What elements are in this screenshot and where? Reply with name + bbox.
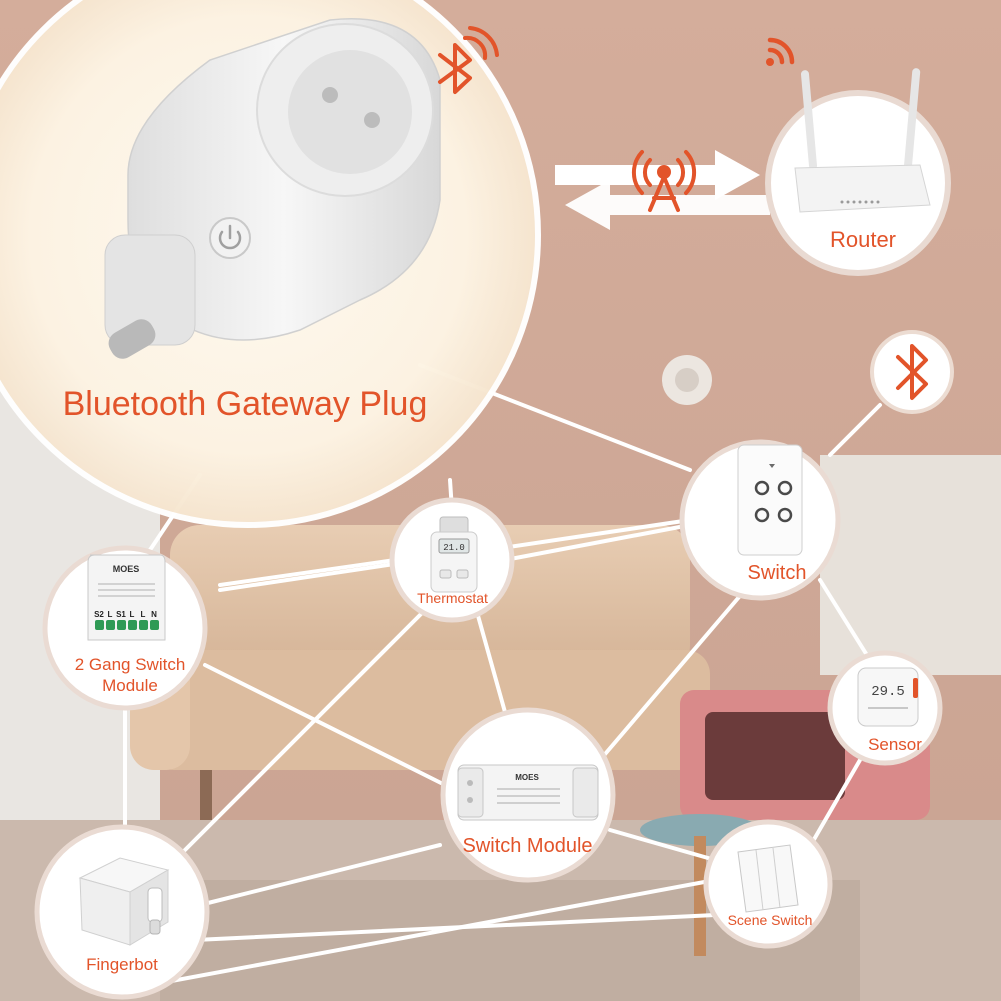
link-switchmodule-fingerbot xyxy=(198,843,442,907)
wall-outlet-hole xyxy=(675,368,699,392)
link-switch-sensor xyxy=(818,578,872,662)
fingerbot-arm xyxy=(147,887,163,923)
bluetooth-wifi-icon xyxy=(438,26,499,94)
gateway-plug-socket-hole-a xyxy=(322,87,338,103)
router-label: Router xyxy=(829,227,897,252)
switch-wifi-mark xyxy=(769,464,775,468)
gateway-plug-image xyxy=(104,18,441,359)
thermostat-reading: 21.0 xyxy=(443,543,465,553)
router-antenna-left xyxy=(800,70,818,170)
switch-module-node[interactable]: MOES xyxy=(440,707,616,883)
svg-text:L: L xyxy=(130,610,135,619)
link-switch-bt xyxy=(828,403,882,457)
two-gang-terminal-labels: S2 L S1 L L N xyxy=(94,610,157,619)
svg-text:S2: S2 xyxy=(94,610,104,619)
link-switch-switchmodule xyxy=(598,588,747,762)
svg-text:L: L xyxy=(108,610,113,619)
thermostat-node[interactable]: 21.0 xyxy=(389,497,515,623)
sensor-node[interactable]: 29.5 xyxy=(827,650,943,766)
switch-module-label: Switch Module xyxy=(462,835,593,857)
router-node[interactable] xyxy=(765,68,951,276)
two-gang-brand: MOES xyxy=(113,564,140,574)
thermostat-label: Thermostat xyxy=(417,590,488,606)
sensor-body xyxy=(857,667,919,727)
link-2gang-thermostat xyxy=(218,558,397,587)
svg-text:L: L xyxy=(141,610,146,619)
switch-module-end-left xyxy=(457,767,484,818)
gateway-label: Bluetooth Gateway Plug xyxy=(62,385,428,423)
gateway-router-link xyxy=(555,150,770,230)
fingerbot-arm-tip xyxy=(149,919,161,935)
gateway-plug-prong-base xyxy=(104,234,196,346)
scene-switch-node[interactable] xyxy=(703,819,833,949)
side-table-stem xyxy=(694,836,706,956)
two-gang-terminals xyxy=(95,620,159,630)
scene-switch-panel xyxy=(737,844,799,913)
switch-node[interactable] xyxy=(679,439,841,601)
thermostat-screen xyxy=(438,538,470,554)
svg-text:S1: S1 xyxy=(116,610,126,619)
antenna-icon xyxy=(631,150,697,212)
scene-switch-label: Scene Switch xyxy=(727,912,813,928)
switch-module-screw-bottom xyxy=(467,797,473,803)
switch-label: Switch xyxy=(747,562,807,584)
link-thermostat-fingerbot xyxy=(178,603,432,857)
switch-panel xyxy=(737,444,803,556)
switch-buttons xyxy=(754,480,793,523)
wifi-icon xyxy=(766,37,795,66)
svg-text:N: N xyxy=(151,610,157,619)
gateway-plug-socket-hole-b xyxy=(364,112,380,128)
gateway-plug-pin xyxy=(108,319,156,359)
sofa-seat xyxy=(150,650,710,770)
switch-module-end-right xyxy=(572,767,599,818)
sensor-accent xyxy=(913,678,918,698)
link-thermostat-switchmodule xyxy=(473,603,512,732)
window-frame xyxy=(820,455,1001,675)
thermostat-button-right xyxy=(456,569,469,579)
router-leds xyxy=(840,200,880,204)
switch-module-screw-top xyxy=(467,780,473,786)
link-2gang-switchmodule xyxy=(203,663,447,787)
bluetooth-node xyxy=(870,330,954,414)
arrow-to-gateway xyxy=(565,180,770,230)
scene-switch-divider-1 xyxy=(755,849,764,911)
two-gang-module-node[interactable]: MOES S2 L S1 L L N xyxy=(42,545,208,711)
fingerbot-node[interactable] xyxy=(34,824,210,1000)
arrow-to-router xyxy=(555,150,760,200)
link-thermostat-switch xyxy=(503,523,692,562)
thermostat-button-left xyxy=(439,569,452,579)
power-icon[interactable] xyxy=(209,217,251,259)
gateway-plug-socket-recess xyxy=(288,50,412,174)
sensor-reading: 29.5 xyxy=(871,684,905,700)
gateway-node[interactable] xyxy=(0,0,541,528)
sensor-label: Sensor xyxy=(868,735,922,754)
bluetooth-icon xyxy=(896,344,928,400)
pink-cabinet-screen xyxy=(705,712,845,800)
two-gang-label-line1: 2 Gang Switch xyxy=(74,655,186,674)
scene-switch-divider-2 xyxy=(772,847,781,909)
mesh-links xyxy=(123,363,882,987)
router-antenna-right xyxy=(903,68,921,170)
two-gang-module-body xyxy=(87,554,166,641)
link-switchmodule-scene xyxy=(608,828,717,862)
router-body xyxy=(794,164,931,213)
link-fingerbot-scene-2 xyxy=(148,878,717,987)
two-gang-label-line2: Module xyxy=(102,676,158,695)
sofa-leg xyxy=(200,770,212,820)
switch-module-brand: MOES xyxy=(515,773,539,782)
fingerbot-label: Fingerbot xyxy=(86,955,158,974)
